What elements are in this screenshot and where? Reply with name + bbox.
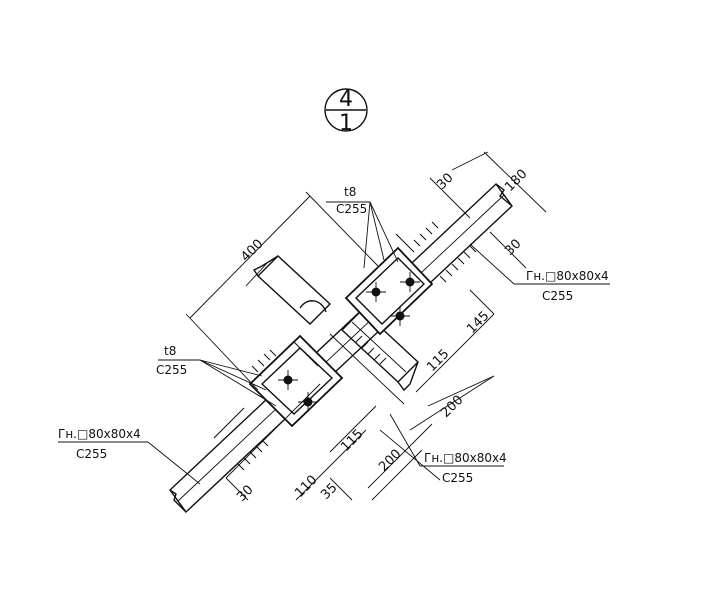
dimension-lines: [185, 151, 547, 501]
profile-bottom-section: Гн.□80x80x4: [424, 451, 507, 465]
branch-tube-lower: [329, 309, 420, 405]
dim-115-right: 115: [424, 347, 452, 375]
dim-400: 400: [238, 237, 266, 265]
upper-gusset-plate: [344, 246, 434, 336]
profile-right-steel: C255: [542, 289, 573, 303]
section-mark: 4 1: [324, 87, 368, 136]
lower-gusset-plate: [248, 334, 344, 428]
dim-30-right: 30: [502, 237, 524, 259]
dim-115-bottom: 115: [338, 427, 366, 455]
section-mark-top: 4: [339, 87, 353, 112]
plate-upper-thickness: t8: [344, 185, 356, 199]
weld-hatching: [213, 221, 477, 471]
plate-lower-steel: C255: [156, 363, 187, 377]
dim-180: 180: [502, 167, 530, 195]
dim-35: 35: [318, 481, 340, 503]
profile-left-section: Гн.□80x80x4: [58, 427, 141, 441]
section-mark-bottom: 1: [339, 111, 353, 136]
profile-right-section: Гн.□80x80x4: [526, 269, 609, 283]
dim-30-bottom: 30: [234, 483, 256, 505]
dim-110: 110: [292, 473, 320, 501]
plate-upper-steel: C255: [336, 202, 367, 216]
dim-145: 145: [464, 309, 492, 337]
dim-30-top: 30: [434, 171, 456, 193]
leader-lines: [58, 201, 610, 485]
profile-left-steel: C255: [76, 447, 107, 461]
dim-200-bottom: 200: [376, 447, 404, 475]
plate-lower-thickness: t8: [164, 344, 176, 358]
profile-bottom-steel: C255: [442, 471, 473, 485]
branch-tube-upper: [245, 255, 332, 325]
